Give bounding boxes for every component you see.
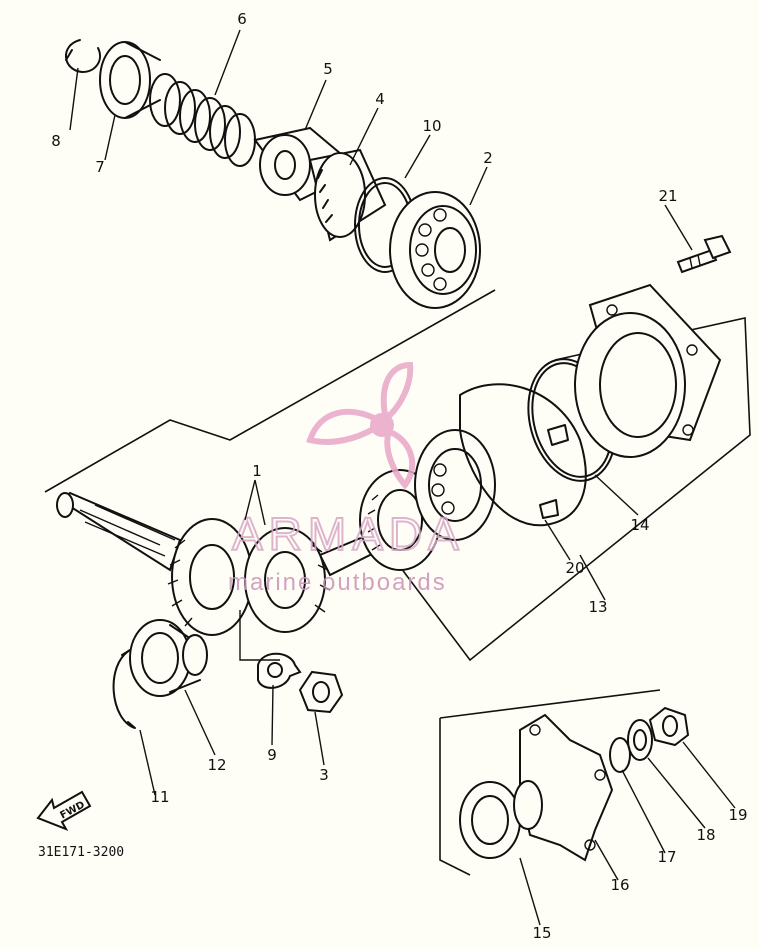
nut-3 bbox=[298, 670, 344, 714]
forward-arrow: FWD bbox=[36, 790, 92, 831]
shims-20 bbox=[459, 383, 587, 527]
bevel-gear-1b bbox=[244, 527, 331, 633]
diagram-code: 31E171-3200 bbox=[38, 845, 124, 860]
ball-bearing-2 bbox=[389, 191, 481, 309]
oil-seal-15 bbox=[459, 781, 521, 859]
callout-12: 12 bbox=[207, 756, 226, 774]
clutch-assembly-13 bbox=[359, 234, 732, 571]
spring-6 bbox=[149, 73, 256, 167]
bolt-21 bbox=[676, 234, 732, 274]
group-outline-upper-shaft bbox=[44, 289, 496, 493]
callout-21: 21 bbox=[658, 187, 677, 205]
gear-group-leader bbox=[239, 610, 280, 661]
callout-16: 16 bbox=[610, 876, 629, 894]
flange-assembly bbox=[459, 706, 690, 862]
callout-2: 2 bbox=[483, 149, 493, 167]
callout-7: 7 bbox=[95, 158, 105, 176]
callout-10: 10 bbox=[422, 117, 441, 135]
tab-washer-9 bbox=[257, 652, 302, 689]
callout-15: 15 bbox=[532, 924, 551, 942]
ball-bearing-12 bbox=[129, 619, 208, 697]
bearing-carrier bbox=[574, 283, 722, 458]
clutch-dog-4 bbox=[308, 148, 387, 242]
callout-numbers: 6 5 4 10 2 8 7 21 1 14 20 13 9 3 12 11 1… bbox=[51, 10, 747, 942]
callout-6: 6 bbox=[237, 10, 247, 28]
callout-17: 17 bbox=[657, 848, 676, 866]
leader-lines bbox=[69, 29, 736, 926]
watermark-brand: ARMADA bbox=[232, 508, 465, 560]
callout-19: 19 bbox=[728, 806, 747, 824]
washer-17 bbox=[609, 737, 631, 773]
group-outline-flange-assembly bbox=[439, 689, 661, 876]
callout-5: 5 bbox=[323, 60, 333, 78]
washer-18 bbox=[627, 719, 653, 761]
watermark-tagline: marine outboards bbox=[228, 569, 447, 596]
callout-9: 9 bbox=[267, 746, 277, 764]
callout-8: 8 bbox=[51, 132, 61, 150]
callout-3: 3 bbox=[319, 766, 329, 784]
propeller-logo-icon bbox=[306, 361, 416, 490]
watermark: ARMADA marine outboards bbox=[228, 361, 465, 596]
circlip-8 bbox=[65, 39, 101, 73]
callout-20: 20 bbox=[565, 559, 584, 577]
circlip-11 bbox=[112, 649, 136, 729]
callout-14: 14 bbox=[630, 516, 649, 534]
callout-13: 13 bbox=[588, 598, 607, 616]
upper-shaft-assembly bbox=[65, 39, 481, 309]
flange-16 bbox=[513, 713, 614, 862]
collar-7 bbox=[99, 41, 161, 119]
callout-4: 4 bbox=[375, 90, 385, 108]
callout-18: 18 bbox=[696, 826, 715, 844]
forward-arrow-icon bbox=[36, 790, 92, 831]
callout-11: 11 bbox=[150, 788, 169, 806]
lower-shaft-assembly bbox=[56, 491, 392, 729]
nut-19 bbox=[648, 706, 690, 747]
callout-1: 1 bbox=[252, 462, 262, 480]
